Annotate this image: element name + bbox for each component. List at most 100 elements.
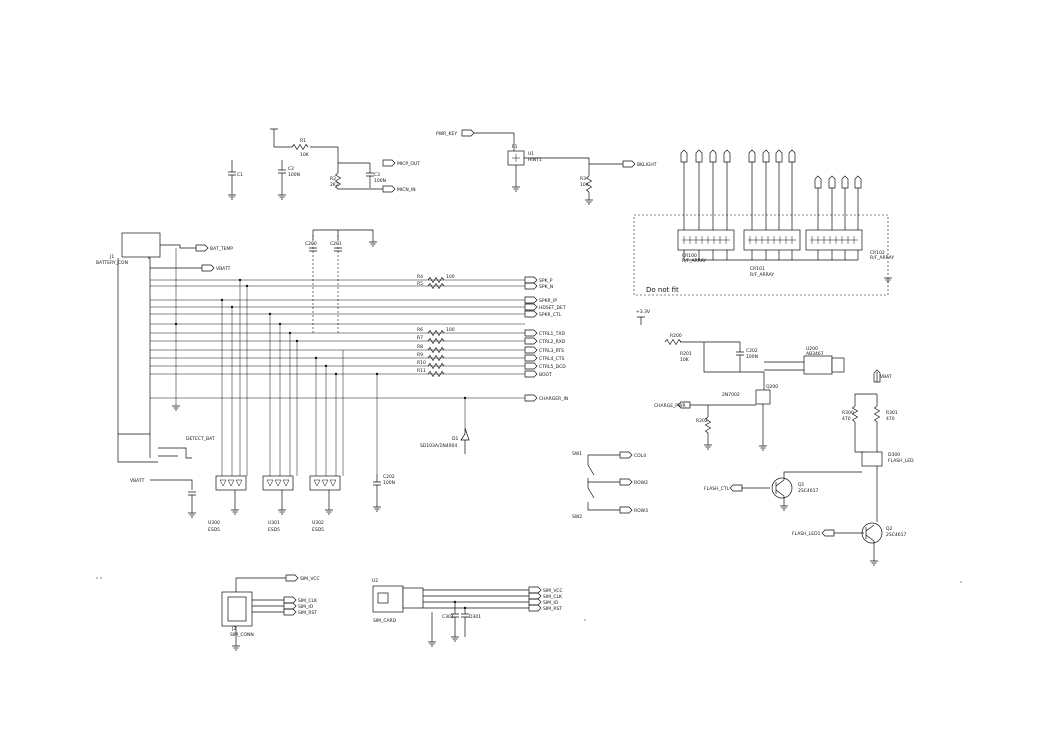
flash-driver-section: VBAT R300 470 R301 470 D300 FLASH_LED FL… [704, 369, 914, 566]
f1-ref: F1 [512, 144, 518, 150]
c202b-ref: C202 [746, 348, 758, 354]
q2-part: 2SC4617 [886, 532, 906, 538]
net-sim-vcc: SIM_VCC [543, 588, 563, 594]
sim-card-label: SIM_CARD [373, 618, 397, 624]
c1-ref: C1 [237, 172, 243, 178]
r200-ref: R200 [670, 333, 682, 339]
net-mic-out: MICP_OUT [397, 161, 420, 167]
u200-chip [803, 355, 833, 375]
c200-ref: C200 [305, 241, 317, 247]
esd-arrays: U300 ESD5 U301 ESD5 U302 ESD5 C202 100N … [130, 427, 470, 533]
mic-bias-section: R1 10K MICP_OUT MICN_IN C3 100N C1 C2 10… [227, 128, 420, 200]
u301-ref: U301 [268, 520, 280, 526]
net-hdset-det: HDSET_DET [539, 305, 566, 311]
net-boot: BOOT [539, 372, 552, 378]
u2-ref: U2 [372, 578, 378, 584]
r5-ref: R5 [417, 281, 423, 287]
net-ctrl1: CTRL1_TXD [539, 331, 565, 337]
r9-ref: R9 [417, 352, 423, 358]
battery-connector-section: J1 BATTERY_CON BAT_TEMP VBATT [96, 232, 233, 463]
cr102-part: R/F_ARRAY [870, 255, 894, 261]
sim-connector-section: SIM_VCC SIM_CLK SIM_IO SIM_RST J2 SIM_CO… [221, 574, 320, 651]
r3-value: 10K [580, 182, 590, 188]
u300-part: ESD5 [208, 527, 220, 533]
u302-ref: U302 [312, 520, 324, 526]
r300-ref: R300 [842, 410, 854, 416]
u300-ref: U300 [208, 520, 220, 526]
cr101-ref: CR101 [750, 266, 765, 272]
r301-val: 470 [886, 416, 895, 422]
u1-part: HINT1 [528, 157, 542, 163]
r201-val: 10K [680, 357, 690, 363]
r4-ref: R4 [417, 274, 423, 280]
net-ctrl2: CTRL2_RXD [539, 339, 566, 345]
q2-ref: Q2 [886, 526, 893, 532]
power-key-section: PWR_KEY F1 U1 HINT1 BKLIGHT R3 10K [436, 129, 657, 205]
q200-ref: Q200 [766, 384, 778, 390]
u301-part: ESD5 [268, 527, 280, 533]
net-detect-bat: DETECT_BAT [186, 436, 215, 442]
net-ctrl4: CTRL4_CTS [539, 356, 565, 362]
c202-ref: C202 [383, 474, 395, 480]
d301-ref: D301 [469, 614, 481, 620]
q1-ref: Q1 [798, 482, 805, 488]
cr101-part: R/F_ARRAY [750, 272, 774, 278]
net-ctrl3: CTRL3_RTS [539, 348, 564, 354]
net-row3: ROW3 [634, 508, 648, 514]
r1-ref: R1 [300, 138, 306, 144]
r11-ref: R11 [417, 368, 426, 374]
c2-value: 100N [288, 172, 300, 178]
net-sim-io-l: SIM_IO [298, 604, 314, 610]
c3-ref: C3 [374, 172, 380, 178]
c202-val: 100N [383, 480, 395, 486]
net-vbat: VBAT [880, 374, 892, 380]
d300-ref: D300 [888, 452, 900, 458]
net-vbatt: VBATT [216, 266, 231, 272]
j1-connector [121, 232, 161, 258]
net-bat-temp: BAT_TEMP [210, 246, 233, 252]
net-bklight: BKLIGHT [637, 162, 657, 168]
j2-part: SIM_CONN [230, 632, 254, 638]
net-sim-rst-l: SIM_RST [298, 610, 317, 616]
frame-ticks [96, 577, 964, 621]
sw1-ref: SW1 [572, 451, 582, 457]
r301-ref: R301 [886, 410, 898, 416]
r10-ref: R10 [417, 360, 426, 366]
net-charge-pwr: CHARGE_PWR [654, 403, 686, 409]
switch-section: COL4 ROW2 ROW3 SW1 SW2 [572, 451, 648, 520]
r2-value: 2K2 [330, 182, 339, 188]
u302-part: ESD5 [312, 527, 324, 533]
c202b-val: 100N [746, 354, 758, 360]
cr100-ref: CR100 [682, 253, 697, 259]
r6-ref: R6 [417, 327, 423, 333]
r3-ref: R3 [580, 176, 586, 182]
net-v33: +3.3V [636, 309, 651, 315]
sim-card-section: SIM_CARD U2 SIM_VCC SIM_CLK SIM_IO SIM_R… [372, 578, 563, 647]
r7-ref: R7 [417, 335, 423, 341]
d300-part: FLASH_LED [888, 458, 914, 464]
net-vbatt2: VBATT [130, 478, 145, 484]
cr102-ref: CR102 [870, 250, 885, 256]
net-ctrl5: CTRL5_DCD [539, 364, 566, 370]
u200-part: AB3467 [806, 351, 824, 357]
net-charger-in: CHARGER_IN [539, 396, 568, 402]
r300-val: 470 [842, 416, 851, 422]
r202-ref: R202 [696, 418, 708, 424]
net-spk-n: SPK_N [539, 284, 553, 290]
net-col4: COL4 [634, 453, 646, 459]
r4-val: 100 [446, 274, 455, 280]
j2-ref: J2 [231, 626, 236, 632]
net-sim-io: SIM_IO [543, 600, 559, 606]
d1-part: SD103A/1N4004 [420, 443, 457, 449]
r1-value: 10K [300, 152, 310, 158]
sw2-ref: SW2 [572, 514, 582, 520]
j1-ref: J1 [109, 254, 114, 260]
signal-bus: R4 R5 100 R6 R7 R8 R9 R10 R11 100 SPK_P … [150, 229, 568, 476]
q1-part: 2SC4617 [798, 488, 818, 494]
c301-ref: C301 [442, 614, 454, 620]
u200-ref: U200 [806, 346, 818, 352]
net-spkr-ip: SPKR_IP [539, 298, 557, 304]
net-sim-rst: SIM_RST [543, 606, 562, 612]
j1-part: BATTERY_CON [96, 260, 128, 266]
